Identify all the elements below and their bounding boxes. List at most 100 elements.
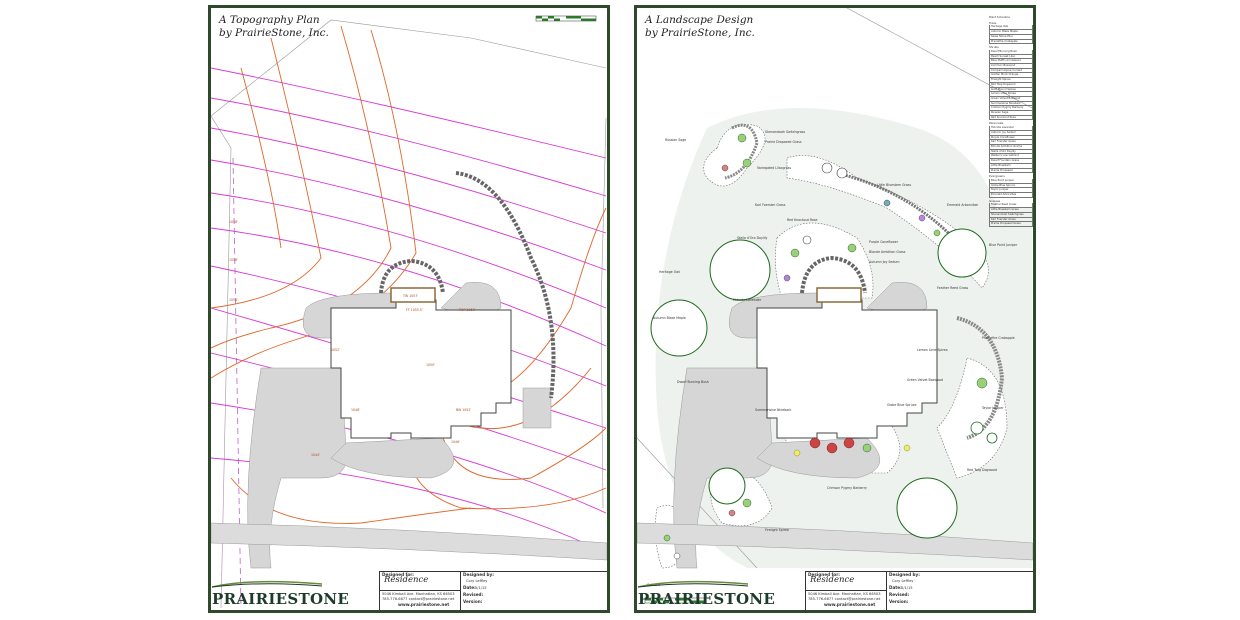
legend-item: Summerwine Ninebark [989, 101, 1033, 107]
legend-item: Blonde Ambition Grama [989, 144, 1033, 150]
plant-label: Variegated Lilacgrass [757, 166, 792, 170]
plant-label: Little Bluestem Grass [877, 183, 912, 187]
plant-label: Firelight Spirea [765, 528, 789, 532]
deck [390, 287, 436, 303]
designed-by-label: Designed by: [889, 572, 920, 577]
shrub [802, 235, 812, 245]
contour-line [211, 159, 607, 271]
legend-item: Green Velvet Boxwood [989, 96, 1033, 102]
shade-trees [650, 228, 987, 539]
client-name: Residence [384, 575, 429, 585]
plant-label: Karl Foerster Grass [755, 203, 786, 207]
title-line: by PrairieStone, Inc. [645, 27, 755, 39]
shrub [986, 432, 998, 444]
legend-item: Shenandoah Switchgrass [989, 212, 1033, 218]
legend-item: Gold Mound Spirea [989, 87, 1033, 93]
shrub [847, 243, 857, 253]
legend-item: Prairie Dropseed Grass [989, 222, 1033, 227]
wall-label: TOP 1053' [459, 308, 476, 312]
shrub [742, 158, 752, 168]
elevation-label: 1048' [351, 408, 360, 412]
shrub [903, 444, 911, 452]
plant-label: Blonde Ambition Grass [869, 250, 906, 254]
plant-label: Globe Blue Spruce [887, 403, 917, 407]
stone-wall [836, 171, 969, 254]
version-label: Version: [889, 599, 909, 604]
plant-label: Autumn Joy Sedum [869, 260, 900, 264]
legend-item: Purple Coneflower [989, 135, 1033, 141]
legend-item: Blue Muffin Arrowwood [989, 59, 1033, 65]
street [211, 522, 607, 561]
landscape-sheet: A Landscape Design by PrairieStone, Inc.… [634, 5, 1036, 613]
date-value: 5/1/15 [901, 586, 913, 590]
tree-canopy [708, 467, 746, 505]
plant-label: Purple Coneflower [869, 240, 899, 244]
shrub-symbols [663, 133, 998, 560]
phone: 785-776-6677 contact@prairiestone.net [808, 597, 881, 601]
shrub [883, 199, 891, 207]
shrub [793, 449, 801, 457]
date-value: 5/1/15 [475, 586, 487, 590]
legend-item: Peach Sunset Lilac [989, 54, 1033, 60]
title-line: A Topography Plan [219, 14, 320, 26]
legend-item: Crimson Pygmy Barberry [989, 106, 1033, 112]
legend-item: Feather Reed Grass [989, 203, 1033, 209]
deck [816, 287, 862, 303]
shrub [721, 164, 729, 172]
shrub [821, 162, 833, 174]
legend-item: Stella d'Oro Daylily [989, 149, 1033, 155]
plant-label: Summerwine Ninebark [755, 408, 792, 412]
topography-drawing [211, 15, 607, 609]
topography-sheet: A Topography Plan by PrairieStone, Inc. … [208, 5, 610, 613]
plant-label: Autumn Blaze Maple [653, 316, 686, 320]
legend-item: Walker's Low Catmint [989, 154, 1033, 160]
legend-item: Taylor Juniper [989, 188, 1033, 194]
title-block: PRAIRIESTONE Designed for: Residence 504… [212, 571, 607, 610]
legend-item: Karl Foerster Grass [989, 140, 1033, 145]
legend-item: Prairie Dropseed [989, 168, 1033, 174]
revised-label: Revised: [463, 592, 484, 597]
driveway [247, 367, 347, 569]
contour-line [211, 97, 607, 197]
house-footprint [756, 299, 938, 439]
prairiestone-logo: PRAIRIESTONE [212, 578, 362, 610]
shrub [836, 167, 848, 179]
swoosh-icon [638, 580, 748, 588]
plant-label: Taylor Juniper [982, 406, 1004, 410]
legend-item: Little Bluestem Grass [989, 208, 1033, 213]
house-footprint [330, 299, 512, 439]
plant-label: Russian Sage [665, 138, 687, 142]
side-pad [522, 387, 552, 429]
legend-item: Dwarf Burning Bush [989, 49, 1033, 55]
contour-line [440, 427, 607, 480]
plant-label: Blue Point Juniper [989, 243, 1018, 247]
legend-item: Emerald Arborvitae [989, 193, 1033, 198]
legend-item: Autumn Blaze Maple [989, 30, 1033, 35]
legend-title: Plant Schedule [989, 15, 1010, 19]
sheet-title: A Topography Plan by PrairieStone, Inc. [219, 14, 329, 40]
legend-item: Blue Point Juniper [989, 178, 1033, 184]
legend-item: Dwarf Fountain Grass [989, 159, 1033, 164]
elevation-label: 1044' [311, 453, 320, 457]
version-label: Version: [463, 599, 483, 604]
title-line: by PrairieStone, Inc. [219, 27, 329, 39]
tree-canopy [709, 239, 771, 301]
planting-bed [786, 155, 989, 289]
legend-item: Compact Alpine Currant [989, 68, 1033, 74]
address: 5046 Kimball Ave. Manhattan, KS 66503 [382, 592, 455, 596]
shrub [843, 437, 855, 449]
elevation-label: 1058' [229, 220, 238, 224]
shrub [809, 437, 821, 449]
legend-section-header: Trees [989, 20, 997, 25]
contour-line [211, 37, 322, 309]
plant-label: Red Knockout Rose [787, 218, 818, 222]
title-line: A Landscape Design [645, 14, 754, 26]
shrub [783, 274, 791, 282]
wall-label: TW 1057' [403, 294, 419, 298]
street [637, 522, 1033, 561]
planting-bed [703, 124, 766, 187]
tree-canopy [896, 477, 958, 539]
legend-section-header: Evergreens [989, 174, 1005, 179]
legend-item: Prairiefire Crabapple [989, 39, 1033, 45]
